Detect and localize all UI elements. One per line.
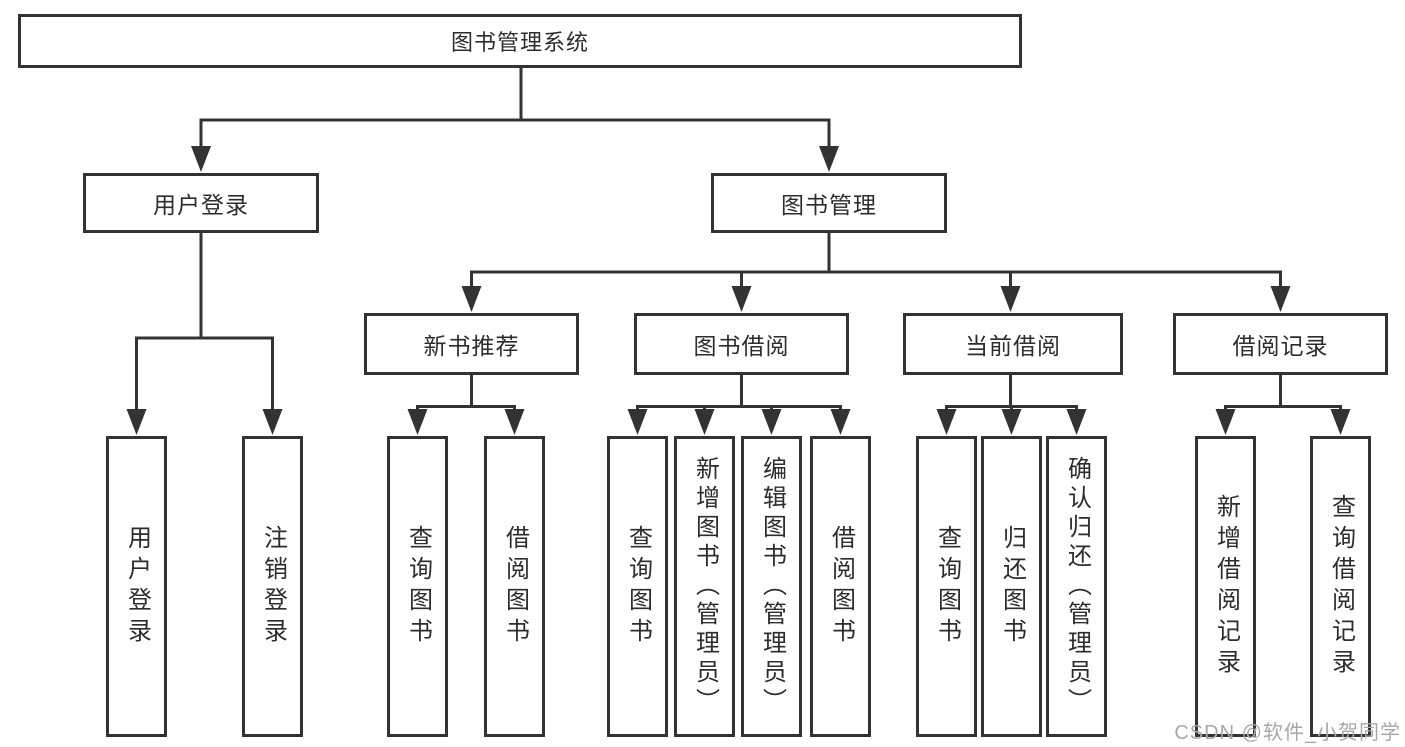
- node-new-book-recommend: 新书推荐: [364, 313, 579, 375]
- arrowhead: [191, 146, 211, 172]
- connector-newbook-to-leaves: [407, 375, 525, 435]
- leaf-logout: 注销登录: [242, 436, 303, 737]
- node-book-borrow: 图书借阅: [634, 313, 849, 375]
- connector-bookborrow-to-leaves: [627, 375, 851, 435]
- arrowhead: [819, 146, 839, 172]
- leaf-add-books-admin: 新增图书（管理员）: [674, 436, 735, 737]
- arrowhead: [694, 409, 715, 435]
- leaf-confirm-return-admin: 确认归还（管理员）: [1046, 436, 1107, 737]
- leaf-query-books-borrow: 查询图书: [607, 436, 668, 737]
- leaf-user-login: 用户登录: [106, 436, 167, 737]
- leaf-query-borrow-record: 查询借阅记录: [1310, 436, 1371, 737]
- connector-currentborrow-to-leaves: [936, 375, 1087, 435]
- arrowhead: [1215, 409, 1236, 435]
- leaf-query-books-current: 查询图书: [916, 436, 977, 737]
- arrowhead: [1066, 409, 1087, 435]
- leaf-edit-books-admin: 编辑图书（管理员）: [741, 436, 802, 737]
- connector-bookmgmt-to-level3: [461, 233, 1291, 312]
- leaf-query-books-recommend: 查询图书: [387, 436, 448, 737]
- leaf-borrow-books-recommend: 借阅图书: [484, 436, 545, 737]
- connector-root-to-level2: [191, 68, 839, 172]
- csdn-watermark: CSDN @软件_小贺同学: [1174, 722, 1401, 744]
- arrowhead: [1001, 409, 1022, 435]
- arrowhead: [761, 409, 782, 435]
- arrowhead: [1000, 286, 1021, 312]
- node-library-management-system: 图书管理系统: [18, 14, 1022, 68]
- arrowhead: [830, 409, 851, 435]
- arrowhead: [1330, 409, 1351, 435]
- node-user-login: 用户登录: [83, 173, 319, 233]
- arrowhead: [407, 409, 428, 435]
- arrowhead: [504, 409, 525, 435]
- leaf-borrow-books-borrow: 借阅图书: [810, 436, 871, 737]
- node-borrow-records: 借阅记录: [1173, 313, 1388, 375]
- arrowhead: [731, 286, 752, 312]
- leaf-return-books: 归还图书: [981, 436, 1042, 737]
- connector-records-to-leaves: [1215, 375, 1351, 435]
- node-current-borrow: 当前借阅: [903, 313, 1123, 375]
- node-book-management: 图书管理: [711, 173, 947, 233]
- arrowhead: [262, 409, 283, 435]
- leaf-add-borrow-record: 新增借阅记录: [1195, 436, 1256, 737]
- arrowhead: [627, 409, 648, 435]
- connector-userlogin-to-leaves: [126, 233, 283, 435]
- arrowhead: [461, 286, 482, 312]
- arrowhead: [126, 409, 147, 435]
- arrowhead: [936, 409, 957, 435]
- arrowhead: [1270, 286, 1291, 312]
